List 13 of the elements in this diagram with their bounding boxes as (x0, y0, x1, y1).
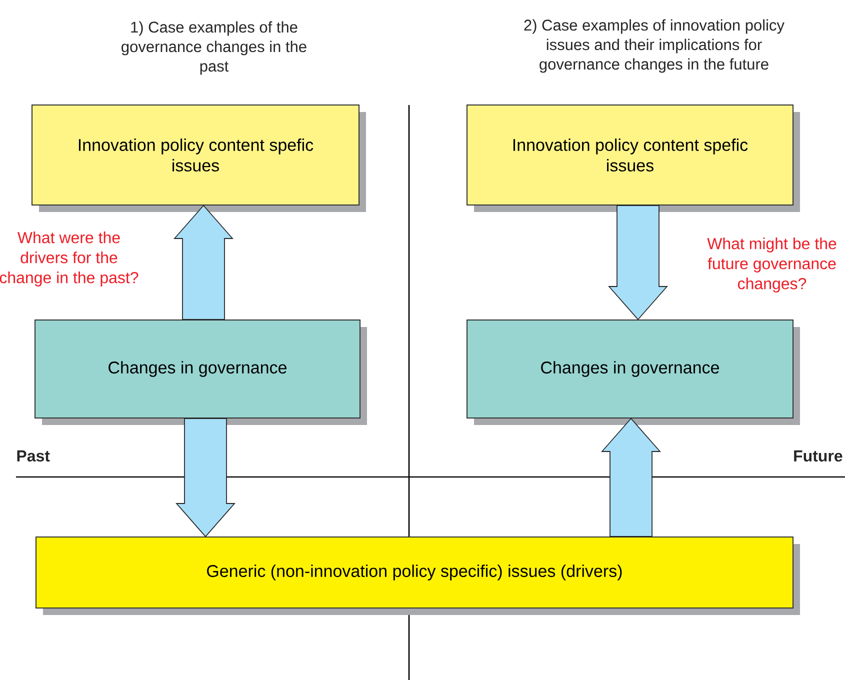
block-arrow (608, 205, 668, 320)
process-box: Changes in governance (466, 320, 800, 425)
heading: 2) Case examples of innovation policy issues and their implications for governance changes in the future (524, 19, 784, 73)
axis-label: Future (794, 450, 842, 462)
process-box: Generic (non-innovation policy specific) issues (drivers) (36, 536, 800, 615)
question-text: What were the drivers for the change in the past? (0, 232, 138, 286)
process-box: Changes in governance (34, 320, 367, 425)
heading: 1) Case examples of the governance changes in the past (122, 21, 306, 75)
block-arrow (176, 418, 236, 538)
process-box: Innovation policy content spefic issues (466, 104, 800, 212)
axis-label: Past (17, 450, 50, 462)
process-box: Innovation policy content spefic issues (32, 104, 366, 212)
question-text: What might be the future governance changes? (707, 238, 836, 292)
